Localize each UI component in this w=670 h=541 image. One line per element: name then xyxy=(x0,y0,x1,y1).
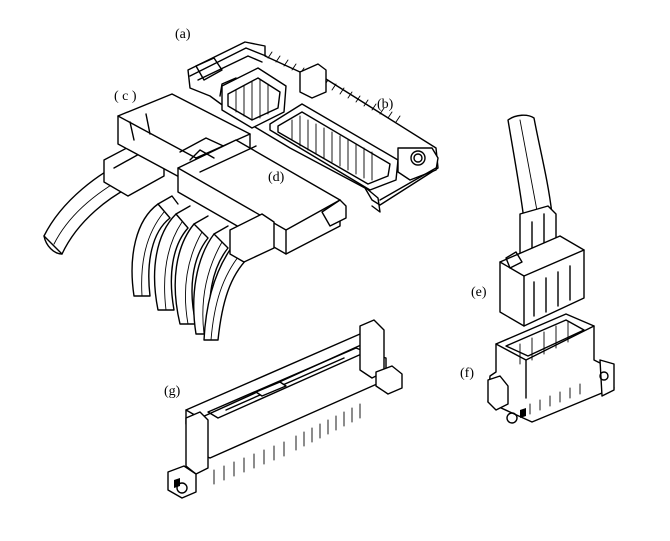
connector-e-slim-plug xyxy=(499,114,585,327)
label-e: (e) xyxy=(471,285,487,300)
label-b: (b) xyxy=(377,97,394,112)
label-g: (g) xyxy=(164,384,181,399)
connector-f-slim-receptacle xyxy=(487,313,615,424)
connector-a-b-receptacle xyxy=(187,41,439,213)
label-d: (d) xyxy=(268,170,285,185)
connector-c-signal-plug xyxy=(43,93,251,255)
label-f: (f) xyxy=(460,366,474,381)
connector-d-power-plug xyxy=(131,139,347,341)
label-c: ( c ) xyxy=(114,89,137,104)
label-a: (a) xyxy=(175,27,191,42)
connector-g-long-receptacle xyxy=(167,319,403,499)
